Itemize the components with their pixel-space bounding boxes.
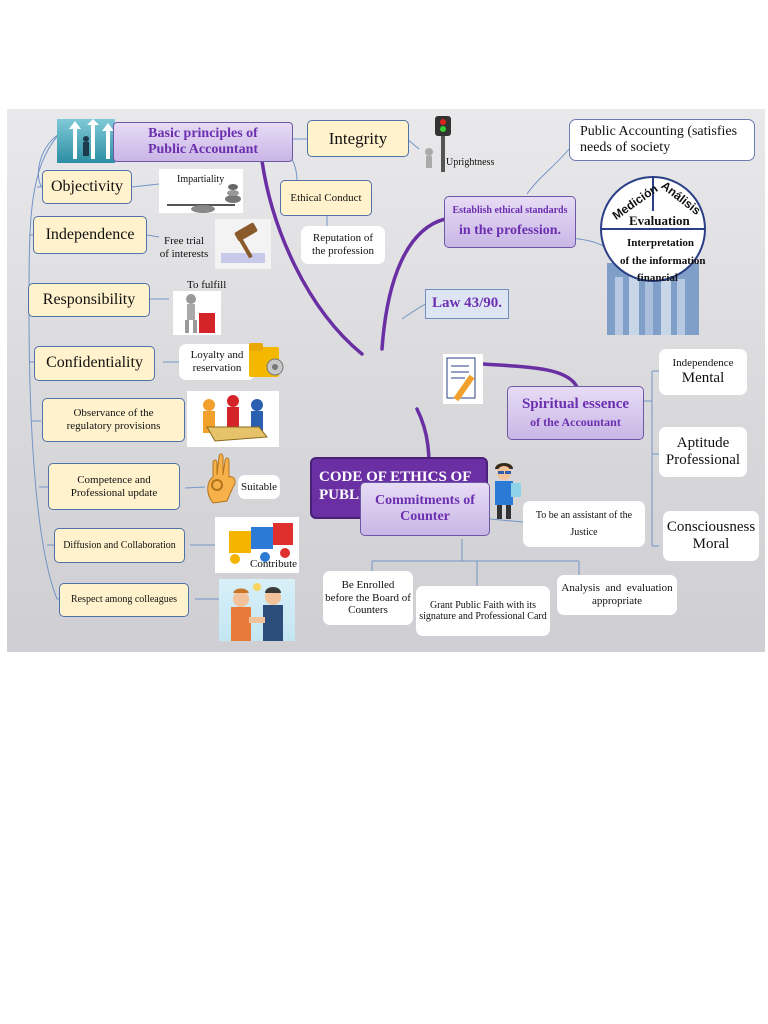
evaluation-diagram (599, 171, 707, 339)
responsibility-node: Responsibility (28, 283, 150, 317)
document-pencil-icon (443, 354, 483, 404)
puzzle-people-image (215, 517, 299, 573)
growth-arrows-image (57, 119, 115, 163)
impartiality-stones-image (159, 169, 243, 213)
uprightness-label: Uprightness (446, 157, 495, 168)
contribute-label: Contribute (250, 558, 298, 570)
ethical-conduct-node: Ethical Conduct (280, 180, 372, 216)
impartiality-label: Impartiality (177, 174, 225, 185)
confidentiality-node: Confidentiality (34, 346, 155, 381)
accountant-figure-image (487, 459, 523, 519)
interpretation-line3: financial (637, 272, 678, 284)
to-fulfill-label: To fulfill (187, 279, 227, 291)
law-node: Law 43/90. (425, 289, 509, 319)
gavel-image (215, 219, 271, 269)
connector-lines (28, 133, 659, 600)
independence-node: Independence (33, 216, 147, 254)
respect-node: Respect among colleagues (59, 583, 189, 617)
objectivity-node: Objectivity (42, 170, 132, 204)
interpretation-line2: of the information (620, 255, 706, 267)
locked-folder-image (247, 337, 287, 381)
regulations-book-image (187, 391, 279, 447)
person-lifting-image (173, 291, 221, 335)
integrity-node: Integrity (307, 120, 409, 157)
suitable-label: Suitable (238, 475, 280, 499)
handshake-image (219, 579, 295, 641)
evaluation-label: Evaluation (629, 213, 690, 228)
interpretation-line1: Interpretation (627, 237, 695, 249)
traffic-light-image (419, 114, 473, 174)
diffusion-node: Diffusion and Collaboration (54, 528, 185, 563)
ok-hand-icon (203, 453, 239, 509)
